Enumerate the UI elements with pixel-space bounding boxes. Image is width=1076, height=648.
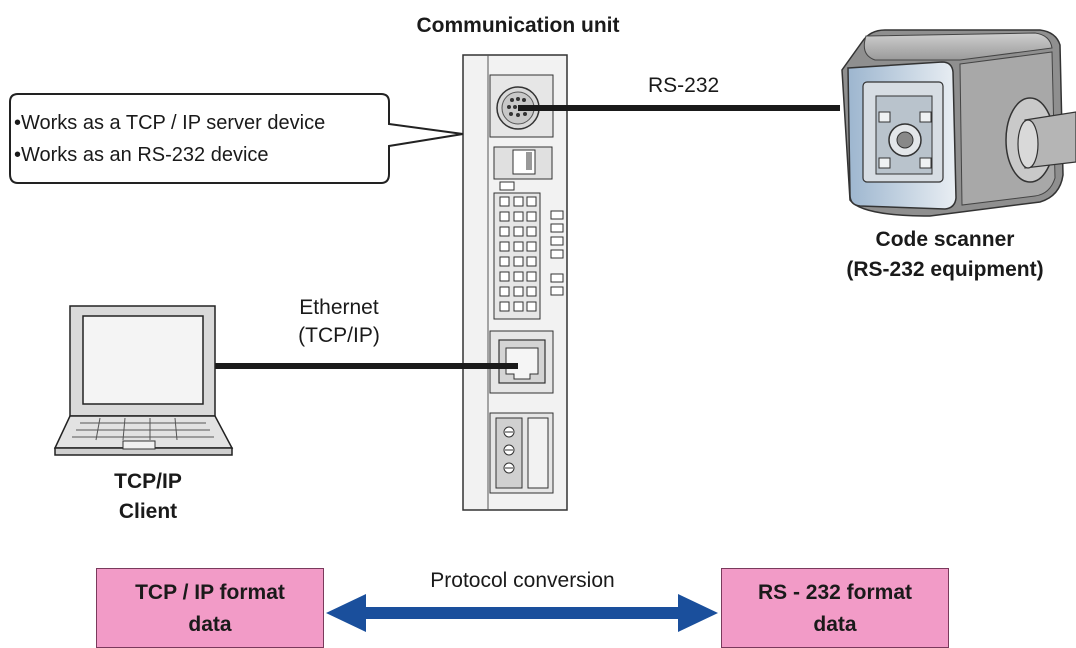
rs232-format-box: RS - 232 format data — [721, 568, 949, 648]
rs232-format-line-1: RS - 232 format — [757, 581, 913, 604]
tcpip-format-line-2: data — [188, 613, 232, 636]
power-connector — [489, 412, 554, 494]
unit-title: Communication unit — [416, 14, 620, 37]
client-label: TCP/IP — [114, 470, 182, 493]
tcpip-format-box: TCP / IP format data — [96, 568, 324, 648]
scanner-label: Code scanner — [875, 228, 1015, 251]
rs232-link-label: RS-232 — [648, 74, 720, 97]
client-sublabel: Client — [118, 500, 178, 523]
callout-line-1: •Works as a TCP / IP server device — [14, 112, 326, 134]
ethernet-port-icon — [489, 330, 554, 394]
tcpip-format-line-1: TCP / IP format — [135, 581, 285, 604]
ethernet-link-sublabel: (TCP/IP) — [298, 324, 380, 347]
rs232-format-line-2: data — [813, 613, 857, 636]
code-scanner-icon — [841, 29, 1076, 217]
led-indicators — [550, 210, 564, 296]
scanner-sublabel: (RS-232 equipment) — [846, 258, 1044, 281]
laptop-icon — [53, 305, 234, 456]
communication-unit — [462, 54, 568, 511]
callout-bubble — [9, 93, 464, 184]
conversion-arrow — [326, 594, 718, 632]
terminal-block — [493, 192, 541, 320]
conversion-label: Protocol conversion — [430, 569, 615, 592]
callout-line-2: •Works as an RS-232 device — [14, 144, 269, 166]
ethernet-link-label: Ethernet — [299, 296, 379, 319]
